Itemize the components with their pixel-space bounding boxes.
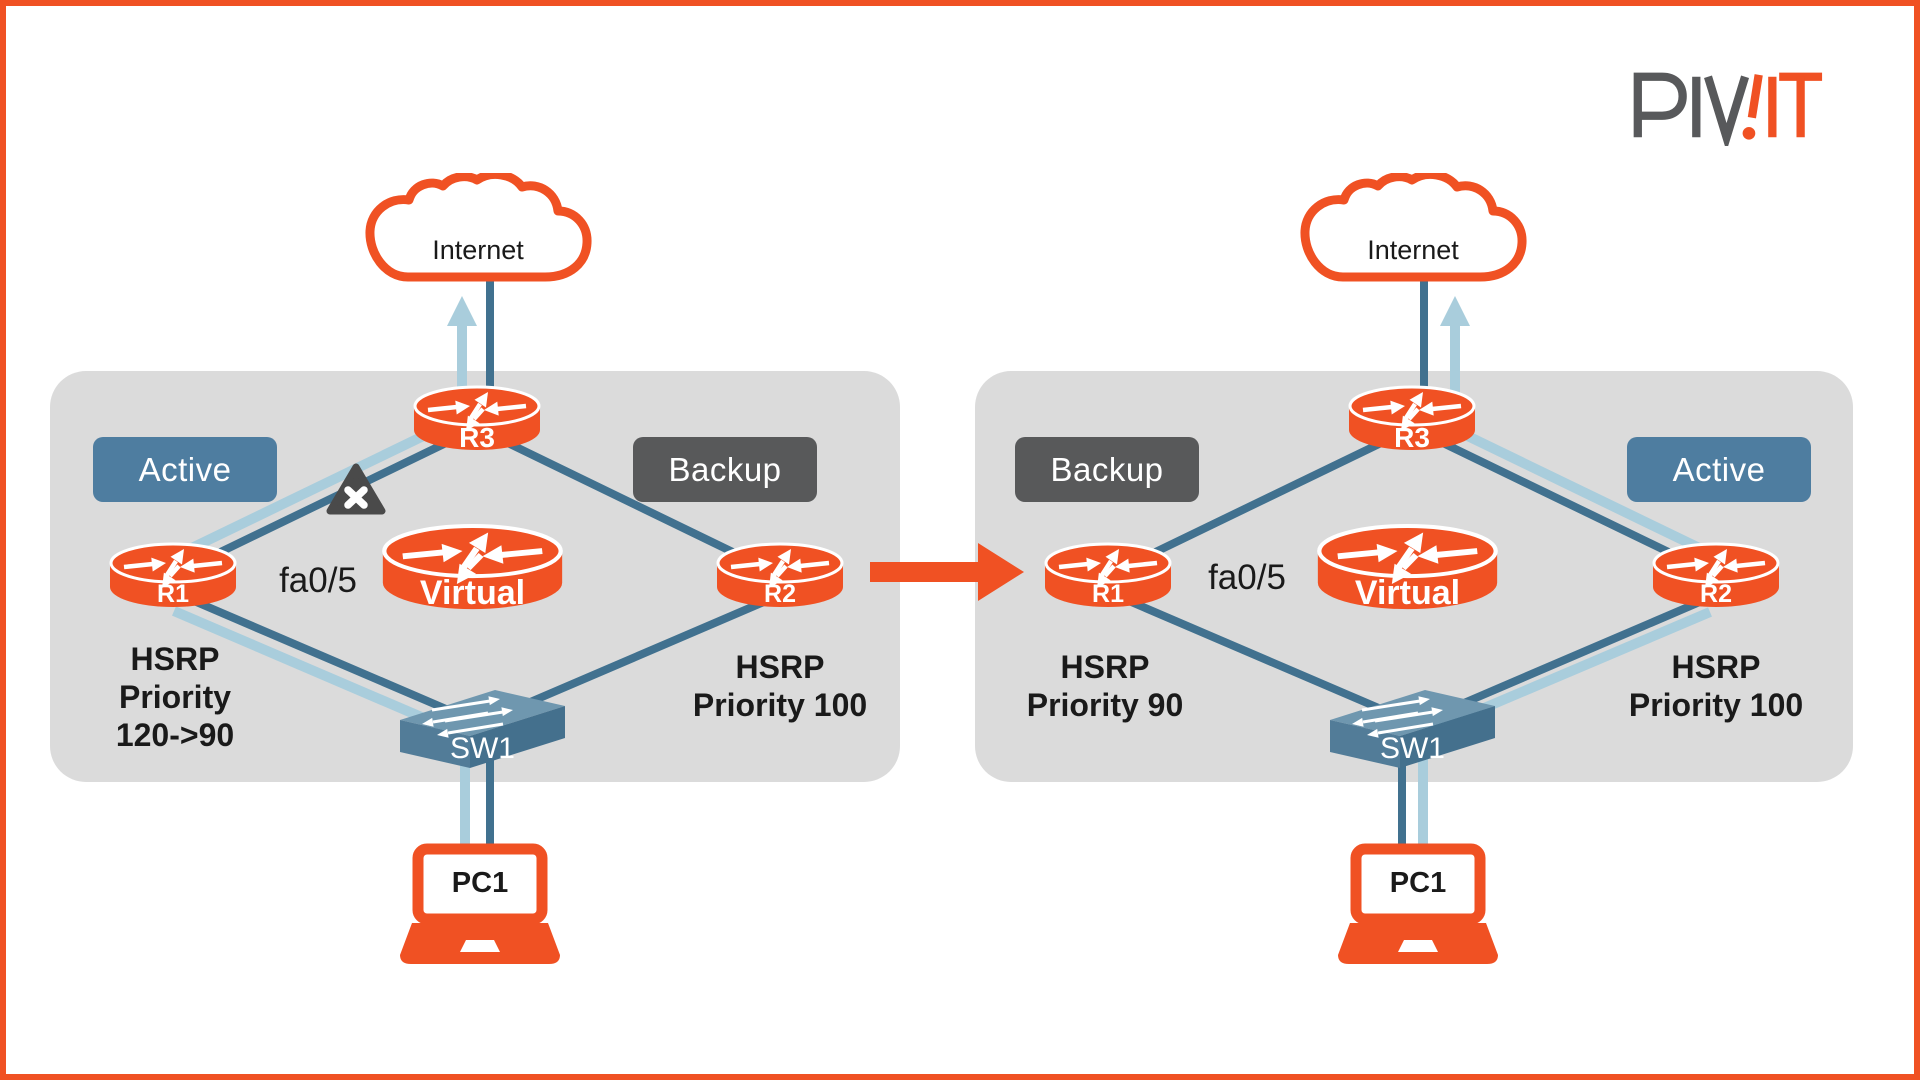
router-virtual-label: Virtual [1354, 574, 1461, 612]
pc1-label: PC1 [451, 867, 509, 899]
active-badge: Active [93, 437, 277, 502]
active-badge: Active [1627, 437, 1811, 502]
router-r2-label: R2 [764, 580, 796, 608]
link-failure-icon [326, 462, 386, 516]
failover-transition-arrow [870, 541, 1025, 603]
internet-label: Internet [432, 235, 524, 265]
cloud-icon [1298, 173, 1528, 288]
caption-line: HSRP [1060, 649, 1150, 685]
router-r3-label: R3 [459, 422, 495, 453]
router-r1-label: R1 [1092, 580, 1124, 608]
router-r2: R2 [1651, 541, 1781, 613]
caption-line: Priority 100 [1628, 687, 1804, 723]
router-virtual: Virtual [380, 522, 565, 617]
pc1-laptop: PC1 [400, 843, 560, 968]
router-r1: R1 [1043, 541, 1173, 613]
caption-line: Priority 90 [1026, 687, 1184, 723]
interface-fa05-label: fa0/5 [279, 561, 357, 600]
pivit-logo [1630, 66, 1825, 146]
router-virtual-label: Virtual [419, 574, 526, 612]
caption-line: 120->90 [115, 717, 235, 753]
caption-line: HSRP [1671, 649, 1761, 685]
router-r3: R3 [1347, 384, 1477, 456]
caption-line: HSRP [130, 641, 220, 677]
backup-badge: Backup [1015, 437, 1199, 502]
internet-cloud: Internet [363, 173, 593, 288]
router-r2-label: R2 [1700, 580, 1732, 608]
r1-priority-caption: HSRP Priority 90 [985, 648, 1225, 724]
router-r3: R3 [412, 384, 542, 456]
cloud-icon [363, 173, 593, 288]
caption-line: Priority 100 [692, 687, 868, 723]
pc1-laptop: PC1 [1338, 843, 1498, 968]
internet-label: Internet [1367, 235, 1459, 265]
switch-sw1: SW1 [1330, 688, 1495, 768]
laptop-icon [400, 843, 560, 968]
switch-sw1: SW1 [400, 688, 565, 768]
switch-sw1-label: SW1 [1379, 732, 1445, 765]
internet-cloud: Internet [1298, 173, 1528, 288]
r2-priority-caption: HSRP Priority 100 [660, 648, 900, 724]
r2-priority-caption: HSRP Priority 100 [1596, 648, 1836, 724]
router-r1-label: R1 [157, 580, 189, 608]
interface-fa05-label: fa0/5 [1208, 558, 1286, 597]
caption-line: HSRP [735, 649, 825, 685]
switch-sw1-label: SW1 [449, 732, 515, 765]
caption-line: Priority [118, 679, 232, 715]
router-r3-label: R3 [1394, 422, 1430, 453]
backup-badge: Backup [633, 437, 817, 502]
pc1-label: PC1 [1389, 867, 1447, 899]
pivit-logo-icon [1633, 72, 1823, 146]
laptop-icon [1338, 843, 1498, 968]
router-virtual: Virtual [1315, 522, 1500, 617]
router-r2: R2 [715, 541, 845, 613]
r1-priority-caption: HSRP Priority 120->90 [55, 640, 295, 754]
router-r1: R1 [108, 541, 238, 613]
